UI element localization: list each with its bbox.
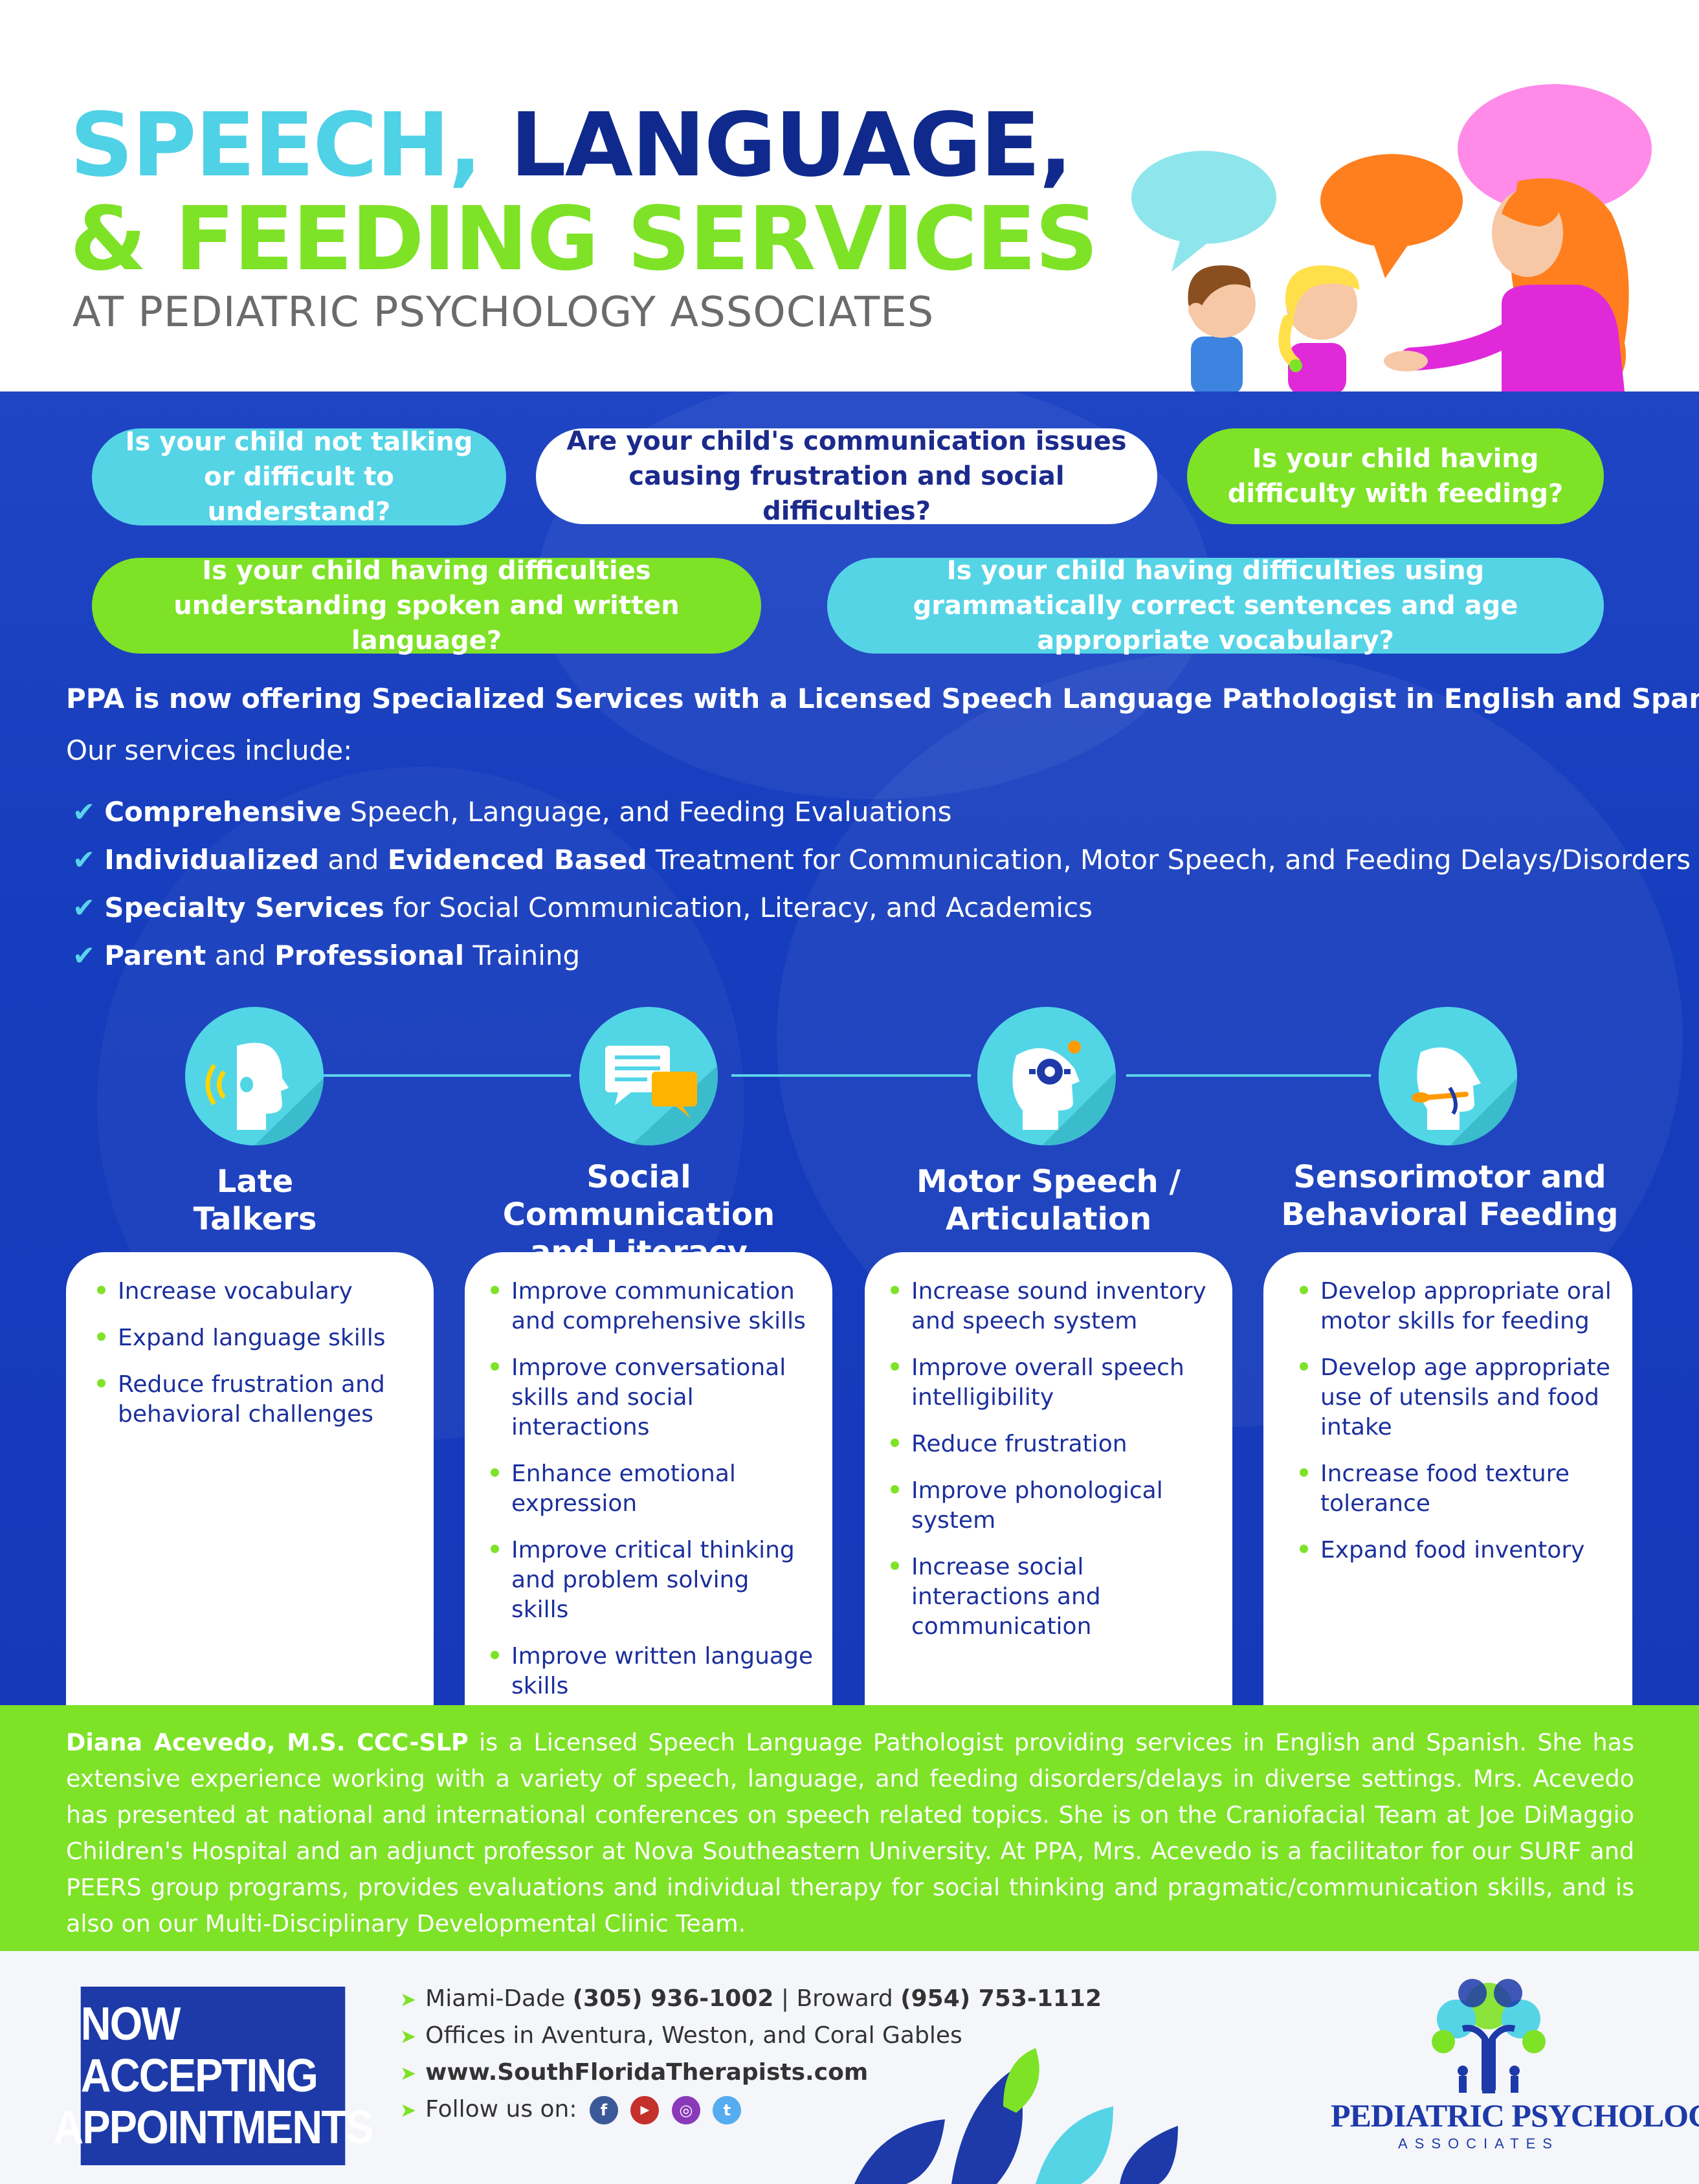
list-item: Increase vocabulary	[97, 1277, 414, 1307]
page-subtitle: AT PEDIATRIC PSYCHOLOGY ASSOCIATES	[72, 289, 935, 336]
question-pill-1: Is your child not talking or difficult t…	[92, 427, 506, 527]
now-accepting-banner: NOW ACCEPTING APPOINTMENTS	[53, 1987, 373, 2165]
facebook-icon[interactable]: f	[589, 2096, 618, 2124]
tree-logo-icon	[1432, 1979, 1546, 2093]
question-pill-4: Is your child having difficulties unders…	[92, 556, 761, 656]
question-pill-3: Is your child having difficulty with fee…	[1187, 428, 1604, 524]
connector-line	[1126, 1074, 1371, 1077]
list-item: Improve phonological system	[891, 1476, 1213, 1536]
question-pill-5: Is your child having difficulties using …	[827, 556, 1604, 656]
girl-icon	[1278, 265, 1360, 392]
bio-section: Diana Acevedo, M.S. CCC-SLP is a License…	[0, 1705, 1699, 1951]
title-language: LANGUAGE,	[510, 94, 1072, 197]
cta-line-2: APPOINTMENTS	[53, 2102, 373, 2154]
category-title-motor-speech: Motor Speech /Articulation	[916, 1164, 1181, 1237]
list-item: Develop appropriate oral motor skills fo…	[1300, 1277, 1613, 1336]
contact-website: ➤ www.SouthFloridaTherapists.com	[400, 2059, 868, 2086]
card-social-communication: Improve communication and comprehensive …	[465, 1252, 832, 1705]
cta-line-1: NOW ACCEPTING	[80, 1998, 318, 2102]
list-item: Improve communication and comprehensive …	[491, 1277, 813, 1336]
mother-icon	[1384, 178, 1629, 392]
list-item: Improve written language skills	[491, 1642, 813, 1701]
bio-text: is a Licensed Speech Language Pathologis…	[66, 1728, 1635, 1937]
list-item: Improve overall speech intelligibility	[891, 1353, 1213, 1413]
card-late-talkers: Increase vocabulary Expand language skil…	[66, 1252, 434, 1705]
page-title-line2: & FEEDING SERVICES	[70, 188, 1098, 291]
logo-subtitle: ASSOCIATES	[1398, 2135, 1559, 2152]
card-feeding: Develop appropriate oral motor skills fo…	[1263, 1252, 1632, 1705]
question-pill-2: Are your child's communication issues ca…	[536, 426, 1157, 526]
chat-bubbles-icon	[579, 1007, 718, 1145]
website-link[interactable]: www.SouthFloridaTherapists.com	[425, 2059, 869, 2086]
list-item: Enhance emotional expression	[491, 1459, 813, 1519]
brain-gear-icon	[977, 1007, 1116, 1145]
list-item: Increase food texture tolerance	[1300, 1459, 1613, 1519]
checkmark-icon: ✔	[72, 796, 96, 828]
list-item: Increase sound inventory and speech syst…	[891, 1277, 1213, 1336]
list-item: Reduce frustration	[891, 1429, 1213, 1459]
service-item: ✔Specialty Services for Social Communica…	[72, 892, 1093, 923]
family-illustration	[1131, 84, 1652, 392]
connector-line	[324, 1074, 571, 1077]
card-motor-speech: Increase sound inventory and speech syst…	[865, 1252, 1232, 1705]
arrow-icon: ➤	[400, 1989, 417, 2011]
leaf-decoration	[854, 2048, 1178, 2184]
arrow-icon: ➤	[400, 2062, 417, 2085]
talking-head-icon	[185, 1007, 324, 1145]
list-item: Expand language skills	[97, 1323, 414, 1353]
service-item: ✔Individualized and Evidenced Based Trea…	[72, 844, 1691, 876]
speech-bubble-icon	[1131, 84, 1652, 278]
service-item: ✔Parent and Professional Training	[72, 940, 581, 971]
service-item: ✔Comprehensive Speech, Language, and Fee…	[72, 796, 952, 828]
list-item: Develop age appropriate use of utensils …	[1300, 1353, 1613, 1442]
bio-name: Diana Acevedo, M.S. CCC-SLP	[66, 1728, 469, 1756]
services-intro: Our services include:	[66, 734, 353, 766]
social-follow: ➤Follow us on: f ▶ ◎ t	[400, 2096, 742, 2124]
arrow-icon: ➤	[400, 2025, 417, 2048]
list-item: Improve conversational skills and social…	[491, 1353, 813, 1442]
page-title-line1: SPEECH, LANGUAGE,	[70, 94, 1072, 197]
twitter-icon[interactable]: t	[713, 2096, 742, 2124]
checkmark-icon: ✔	[72, 844, 96, 876]
list-item: Improve critical thinking and problem so…	[491, 1536, 813, 1625]
phone-miami-dade[interactable]: (305) 936-1002	[572, 1985, 774, 2012]
youtube-icon[interactable]: ▶	[630, 2096, 660, 2124]
feeding-spoon-icon	[1379, 1007, 1517, 1145]
list-item: Reduce frustration and behavioral challe…	[97, 1370, 414, 1429]
checkmark-icon: ✔	[72, 940, 96, 971]
offer-statement: PPA is now offering Specialized Services…	[66, 683, 1699, 714]
instagram-icon[interactable]: ◎	[671, 2096, 700, 2124]
header: SPEECH, LANGUAGE, & FEEDING SERVICES AT …	[0, 0, 1699, 392]
boy-icon	[1188, 265, 1256, 392]
list-item: Expand food inventory	[1300, 1536, 1613, 1565]
title-speech: SPEECH,	[70, 94, 482, 197]
logo-title: PEDIATRIC PSYCHOLOGY	[1331, 2097, 1699, 2134]
contact-phones: ➤Miami-Dade (305) 936-1002 | Broward (95…	[400, 1985, 1102, 2012]
checkmark-icon: ✔	[72, 892, 96, 923]
arrow-icon: ➤	[400, 2099, 417, 2122]
contact-offices: ➤Offices in Aventura, Weston, and Coral …	[400, 2022, 962, 2049]
connector-line	[731, 1074, 971, 1077]
phone-broward[interactable]: (954) 753-1112	[900, 1985, 1102, 2012]
list-item: Increase social interactions and communi…	[891, 1552, 1213, 1642]
